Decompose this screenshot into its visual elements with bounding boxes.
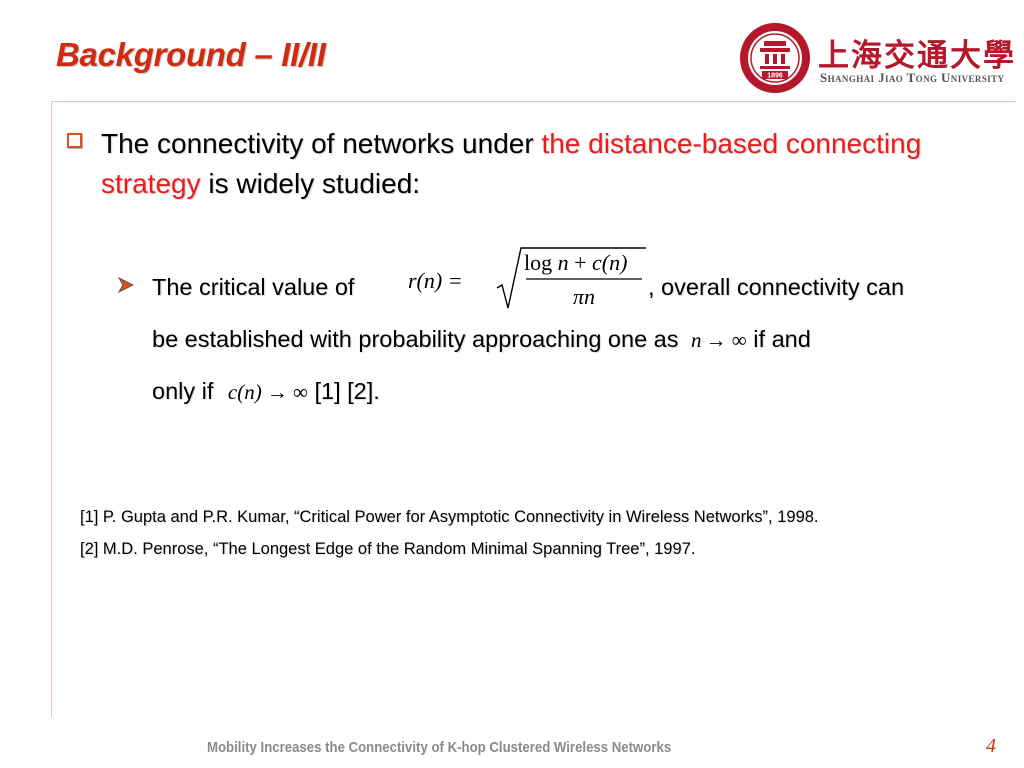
page-number: 4 (986, 735, 996, 757)
reference-1: [1] P. Gupta and P.R. Kumar, “Critical P… (80, 508, 819, 526)
logo-english-name: Shanghai Jiao Tong University (820, 70, 1005, 85)
svg-text:1896: 1896 (767, 73, 783, 80)
references: [1] P. Gupta and P.R. Kumar, “Critical P… (80, 501, 819, 565)
footer-title: Mobility Increases the Connectivity of K… (207, 739, 672, 756)
reference-2: [2] M.D. Penrose, “The Longest Edge of t… (80, 540, 696, 558)
main-bullet-text: The connectivity of networks under the d… (101, 128, 922, 199)
slide-title: Background – II/II (56, 36, 326, 73)
radical-sign-icon (496, 247, 646, 309)
university-logo: 1896 上海交通大學 Shanghai Jiao Tong Universit… (738, 16, 1014, 100)
left-rule (51, 101, 52, 717)
highlight-text: the distance-based connecting strategy (101, 128, 922, 199)
sub-line-1-lead: The critical value of (152, 274, 355, 300)
sub-line-2: be established with probability approach… (152, 326, 811, 352)
header-rule (52, 101, 1016, 102)
sub-line-3: only if c(n)→ ∞ [1] [2]. (152, 378, 380, 404)
sub-bullet: The critical value of r(n) = log n + c(n… (116, 247, 996, 416)
square-bullet-icon (67, 133, 82, 148)
critical-radius-formula: r(n) = log n + c(n) πn (408, 244, 648, 314)
logo-chinese-name: 上海交通大學 (818, 38, 1016, 74)
university-seal-icon: 1896 (740, 23, 810, 93)
sub-line-1-tail: , overall connectivity can (648, 274, 905, 300)
arrow-bullet-icon (117, 276, 135, 294)
